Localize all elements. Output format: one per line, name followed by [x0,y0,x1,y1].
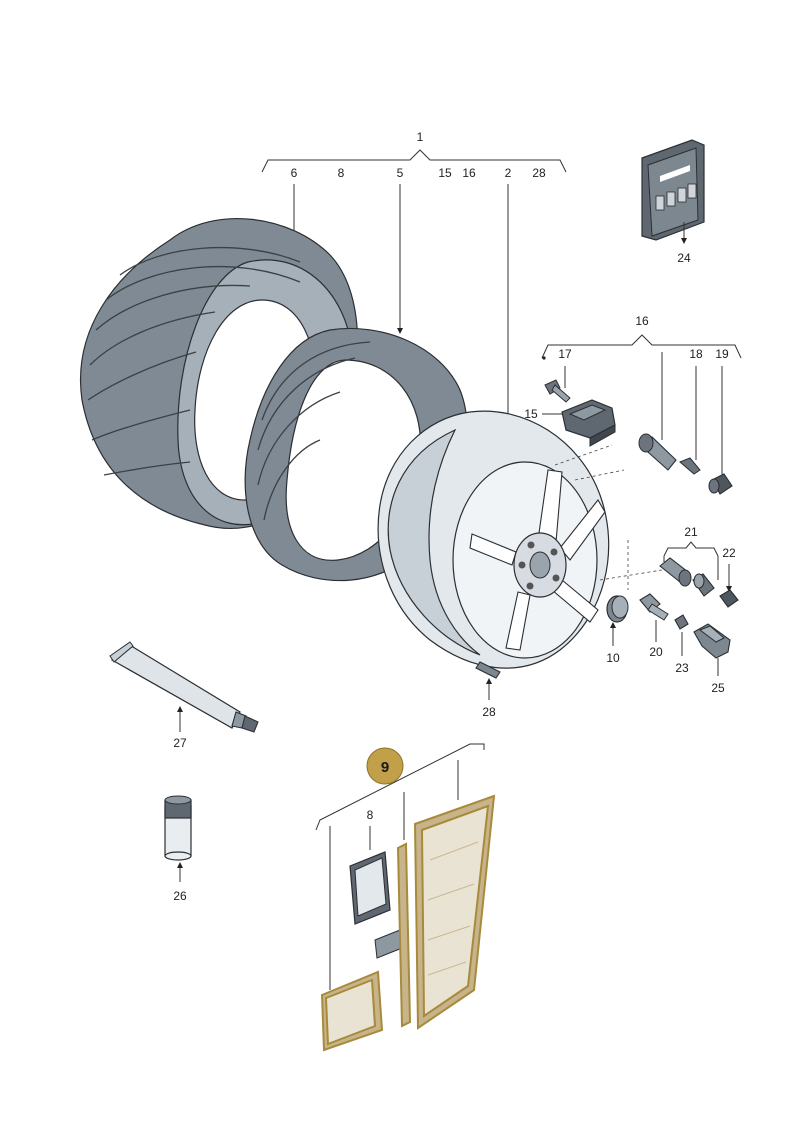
centre-cap[interactable]: 10 [606,595,629,665]
locking-bolt[interactable] [659,557,692,587]
document-booklet[interactable] [413,794,496,1030]
label-10[interactable]: 10 [606,651,620,665]
label-20[interactable]: 20 [649,645,663,659]
bracket-16: 16 17 18 19 15 [524,314,742,475]
tpms-valve[interactable] [638,433,701,475]
label-15b[interactable]: 15 [524,407,538,421]
label-28b[interactable]: 28 [482,705,496,719]
label-27[interactable]: 27 [173,736,187,750]
balance-weight[interactable]: 28 [475,661,501,719]
bracket-9 [315,743,485,990]
label-19[interactable]: 19 [715,347,729,361]
label-21[interactable]: 21 [684,525,698,539]
cap-puller[interactable]: 25 [693,623,731,695]
label-26[interactable]: 26 [173,889,187,903]
highlight-badge[interactable]: 9 [366,747,404,785]
sealant-bottle[interactable]: 26 [164,795,192,903]
locking-adapter[interactable] [692,573,715,597]
label-16b[interactable]: 16 [635,314,649,328]
valve-cap-box[interactable]: 24 [641,139,705,265]
label-6[interactable]: 6 [291,166,298,180]
wheel-rim[interactable] [377,410,610,669]
tpms-screw[interactable] [544,379,571,403]
label-25[interactable]: 25 [711,681,725,695]
label-2[interactable]: 2 [505,166,512,180]
paste-tube[interactable]: 27 [109,641,259,750]
document-strip[interactable] [396,842,412,1028]
bolt-cap[interactable]: 23 [674,614,689,675]
label-8b[interactable]: 8 [367,808,374,822]
tpms-sensor[interactable] [561,399,616,447]
label-22[interactable]: 22 [722,546,736,560]
label-18[interactable]: 18 [689,347,703,361]
label-15[interactable]: 15 [438,166,452,180]
label-1[interactable]: 1 [417,130,424,144]
wheel-bolt[interactable]: 20 [639,593,669,659]
document-tag[interactable] [374,929,403,959]
document-pouch[interactable] [349,851,391,925]
label-16[interactable]: 16 [462,166,476,180]
label-17[interactable]: 17 [558,347,572,361]
label-24[interactable]: 24 [677,251,691,265]
label-5[interactable]: 5 [397,166,404,180]
wheel-bolt-cap[interactable]: 22 [719,546,739,608]
label-23[interactable]: 23 [675,661,689,675]
label-28[interactable]: 28 [532,166,546,180]
bracket-21: 21 [663,525,719,580]
guide-lines [554,444,663,590]
bracket-1: 1 6 8 5 15 16 2 28 [261,130,567,420]
document-leaflet[interactable] [320,970,384,1052]
label-9[interactable]: 9 [381,759,389,776]
valve-cap[interactable] [708,473,733,495]
label-8[interactable]: 8 [338,166,345,180]
